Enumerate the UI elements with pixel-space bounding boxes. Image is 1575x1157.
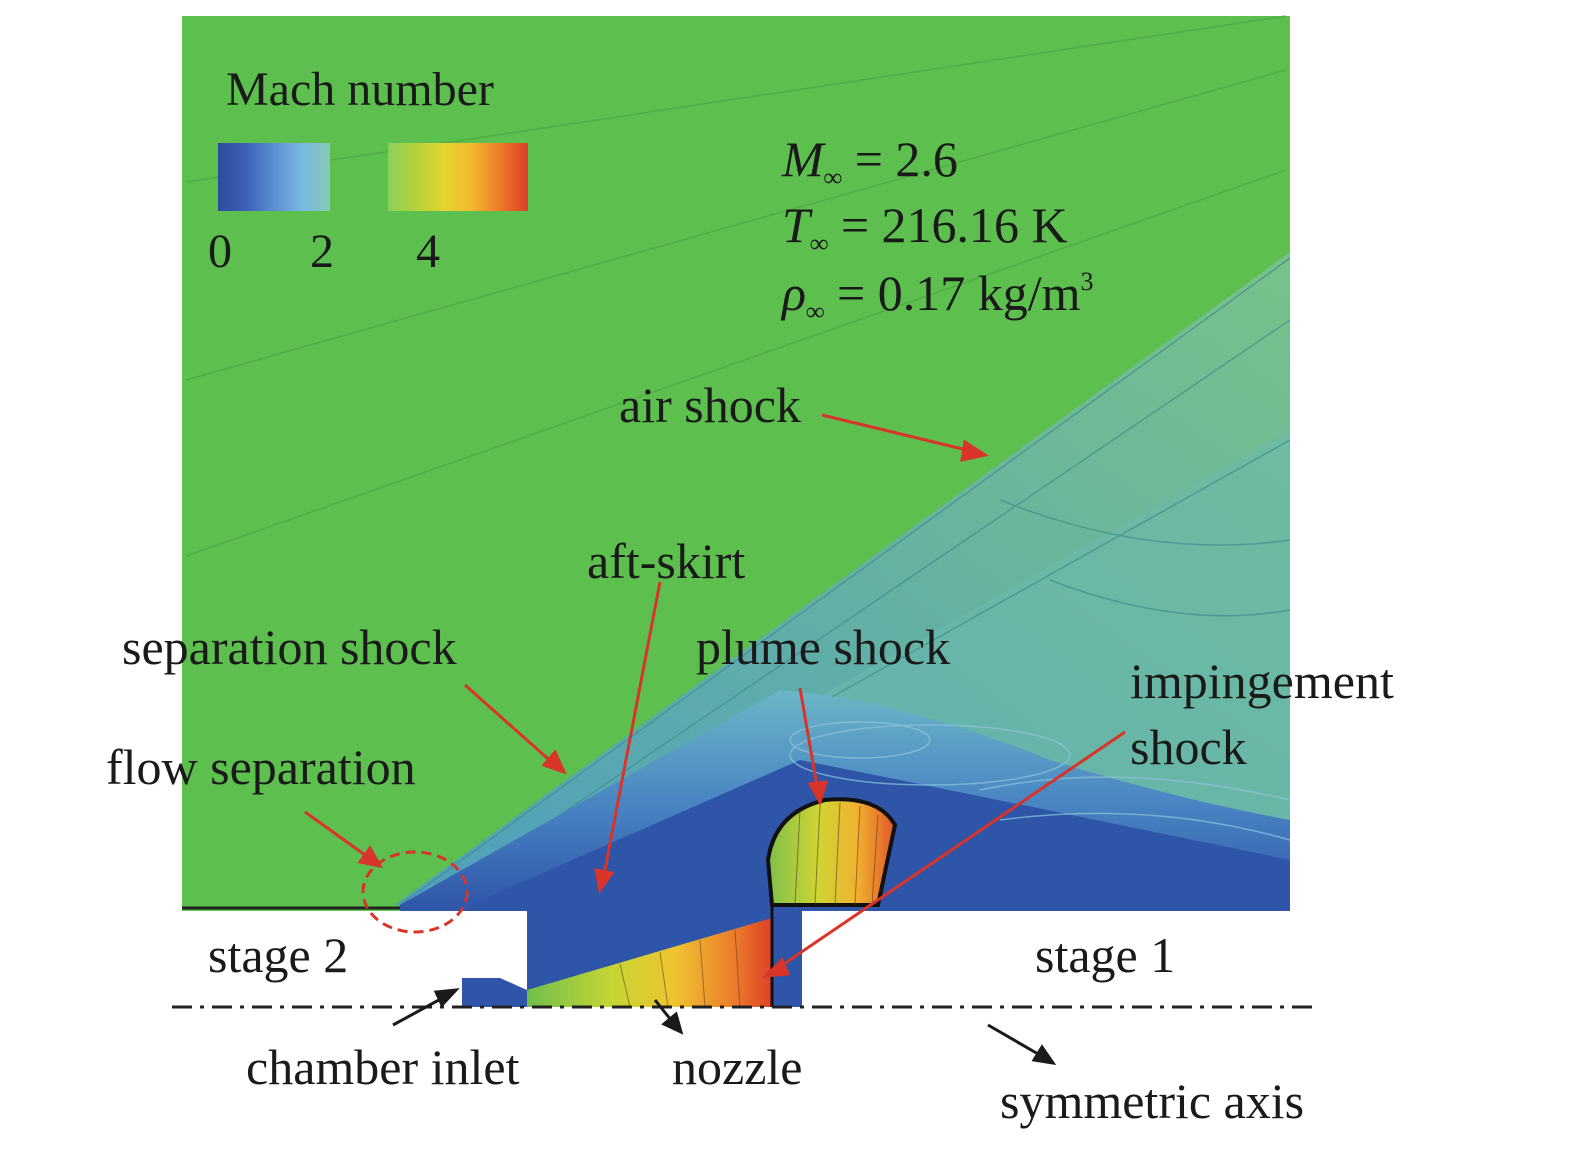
- label-separation-shock: separation shock: [122, 619, 457, 675]
- label-nozzle: nozzle: [672, 1039, 803, 1095]
- label-stage-2: stage 2: [208, 927, 349, 983]
- legend-bar-high: [388, 143, 528, 211]
- label-air-shock: air shock: [619, 377, 801, 433]
- freestream-contours: [185, 15, 1287, 557]
- temperature-condition: T∞ = 216.16 K: [782, 200, 1068, 257]
- plume-contours: [794, 802, 879, 906]
- temp-symbol: T: [782, 197, 810, 253]
- mach-value: = 2.6: [854, 131, 958, 187]
- label-flow-separation: flow separation: [106, 739, 416, 795]
- label-aft-skirt: aft-skirt: [587, 533, 746, 589]
- label-impingement-shock: shock: [1130, 719, 1247, 775]
- label-plume-shock: plume shock: [696, 619, 951, 675]
- shock-contours: [399, 257, 1291, 906]
- plume-region: [765, 797, 898, 907]
- legend-tick-4: 4: [416, 225, 440, 278]
- flow-separation-circle: [361, 850, 469, 934]
- annotation-arrows-black: [392, 988, 1057, 1066]
- arrow-impingement-shock: [774, 730, 1126, 972]
- rho-sub: ∞: [806, 297, 825, 326]
- rho-value: = 0.17 kg/m: [837, 265, 1081, 321]
- arrow-flow-separation: [304, 810, 373, 862]
- temp-value: = 216.16 K: [840, 197, 1068, 253]
- chamber-inlet-shape: [462, 978, 527, 1007]
- label-chamber-inlet: chamber inlet: [246, 1039, 520, 1095]
- density-condition: ρ∞ = 0.17 kg/m3: [782, 268, 1094, 325]
- arrow-aft-skirt: [601, 581, 662, 881]
- legend-tick-0: 0: [208, 225, 232, 278]
- arrow-plume-shock: [798, 687, 820, 793]
- annotation-arrows-red: [304, 413, 1126, 978]
- legend-bar-low: [218, 143, 330, 211]
- label-stage-1: stage 1: [1035, 927, 1176, 983]
- nozzle-contours: [619, 929, 741, 1008]
- mach-sub: ∞: [823, 163, 843, 192]
- legend-tick-2: 2: [310, 225, 334, 278]
- rho-exp: 3: [1080, 267, 1094, 296]
- rho-symbol: ρ: [782, 265, 806, 321]
- label-symmetric-axis: symmetric axis: [1000, 1073, 1305, 1129]
- mach-symbol: M: [782, 131, 824, 187]
- mach-condition: M∞ = 2.6: [782, 134, 958, 191]
- legend-title: Mach number: [226, 63, 494, 116]
- nozzle-region: [527, 918, 772, 1007]
- label-impingement: impingement: [1130, 653, 1394, 709]
- arrow-air-shock: [821, 413, 976, 454]
- temp-sub: ∞: [809, 229, 829, 258]
- wake-contours: [789, 721, 1291, 841]
- arrow-symmetric-axis: [987, 1023, 1046, 1060]
- arrow-separation-shock: [464, 683, 556, 767]
